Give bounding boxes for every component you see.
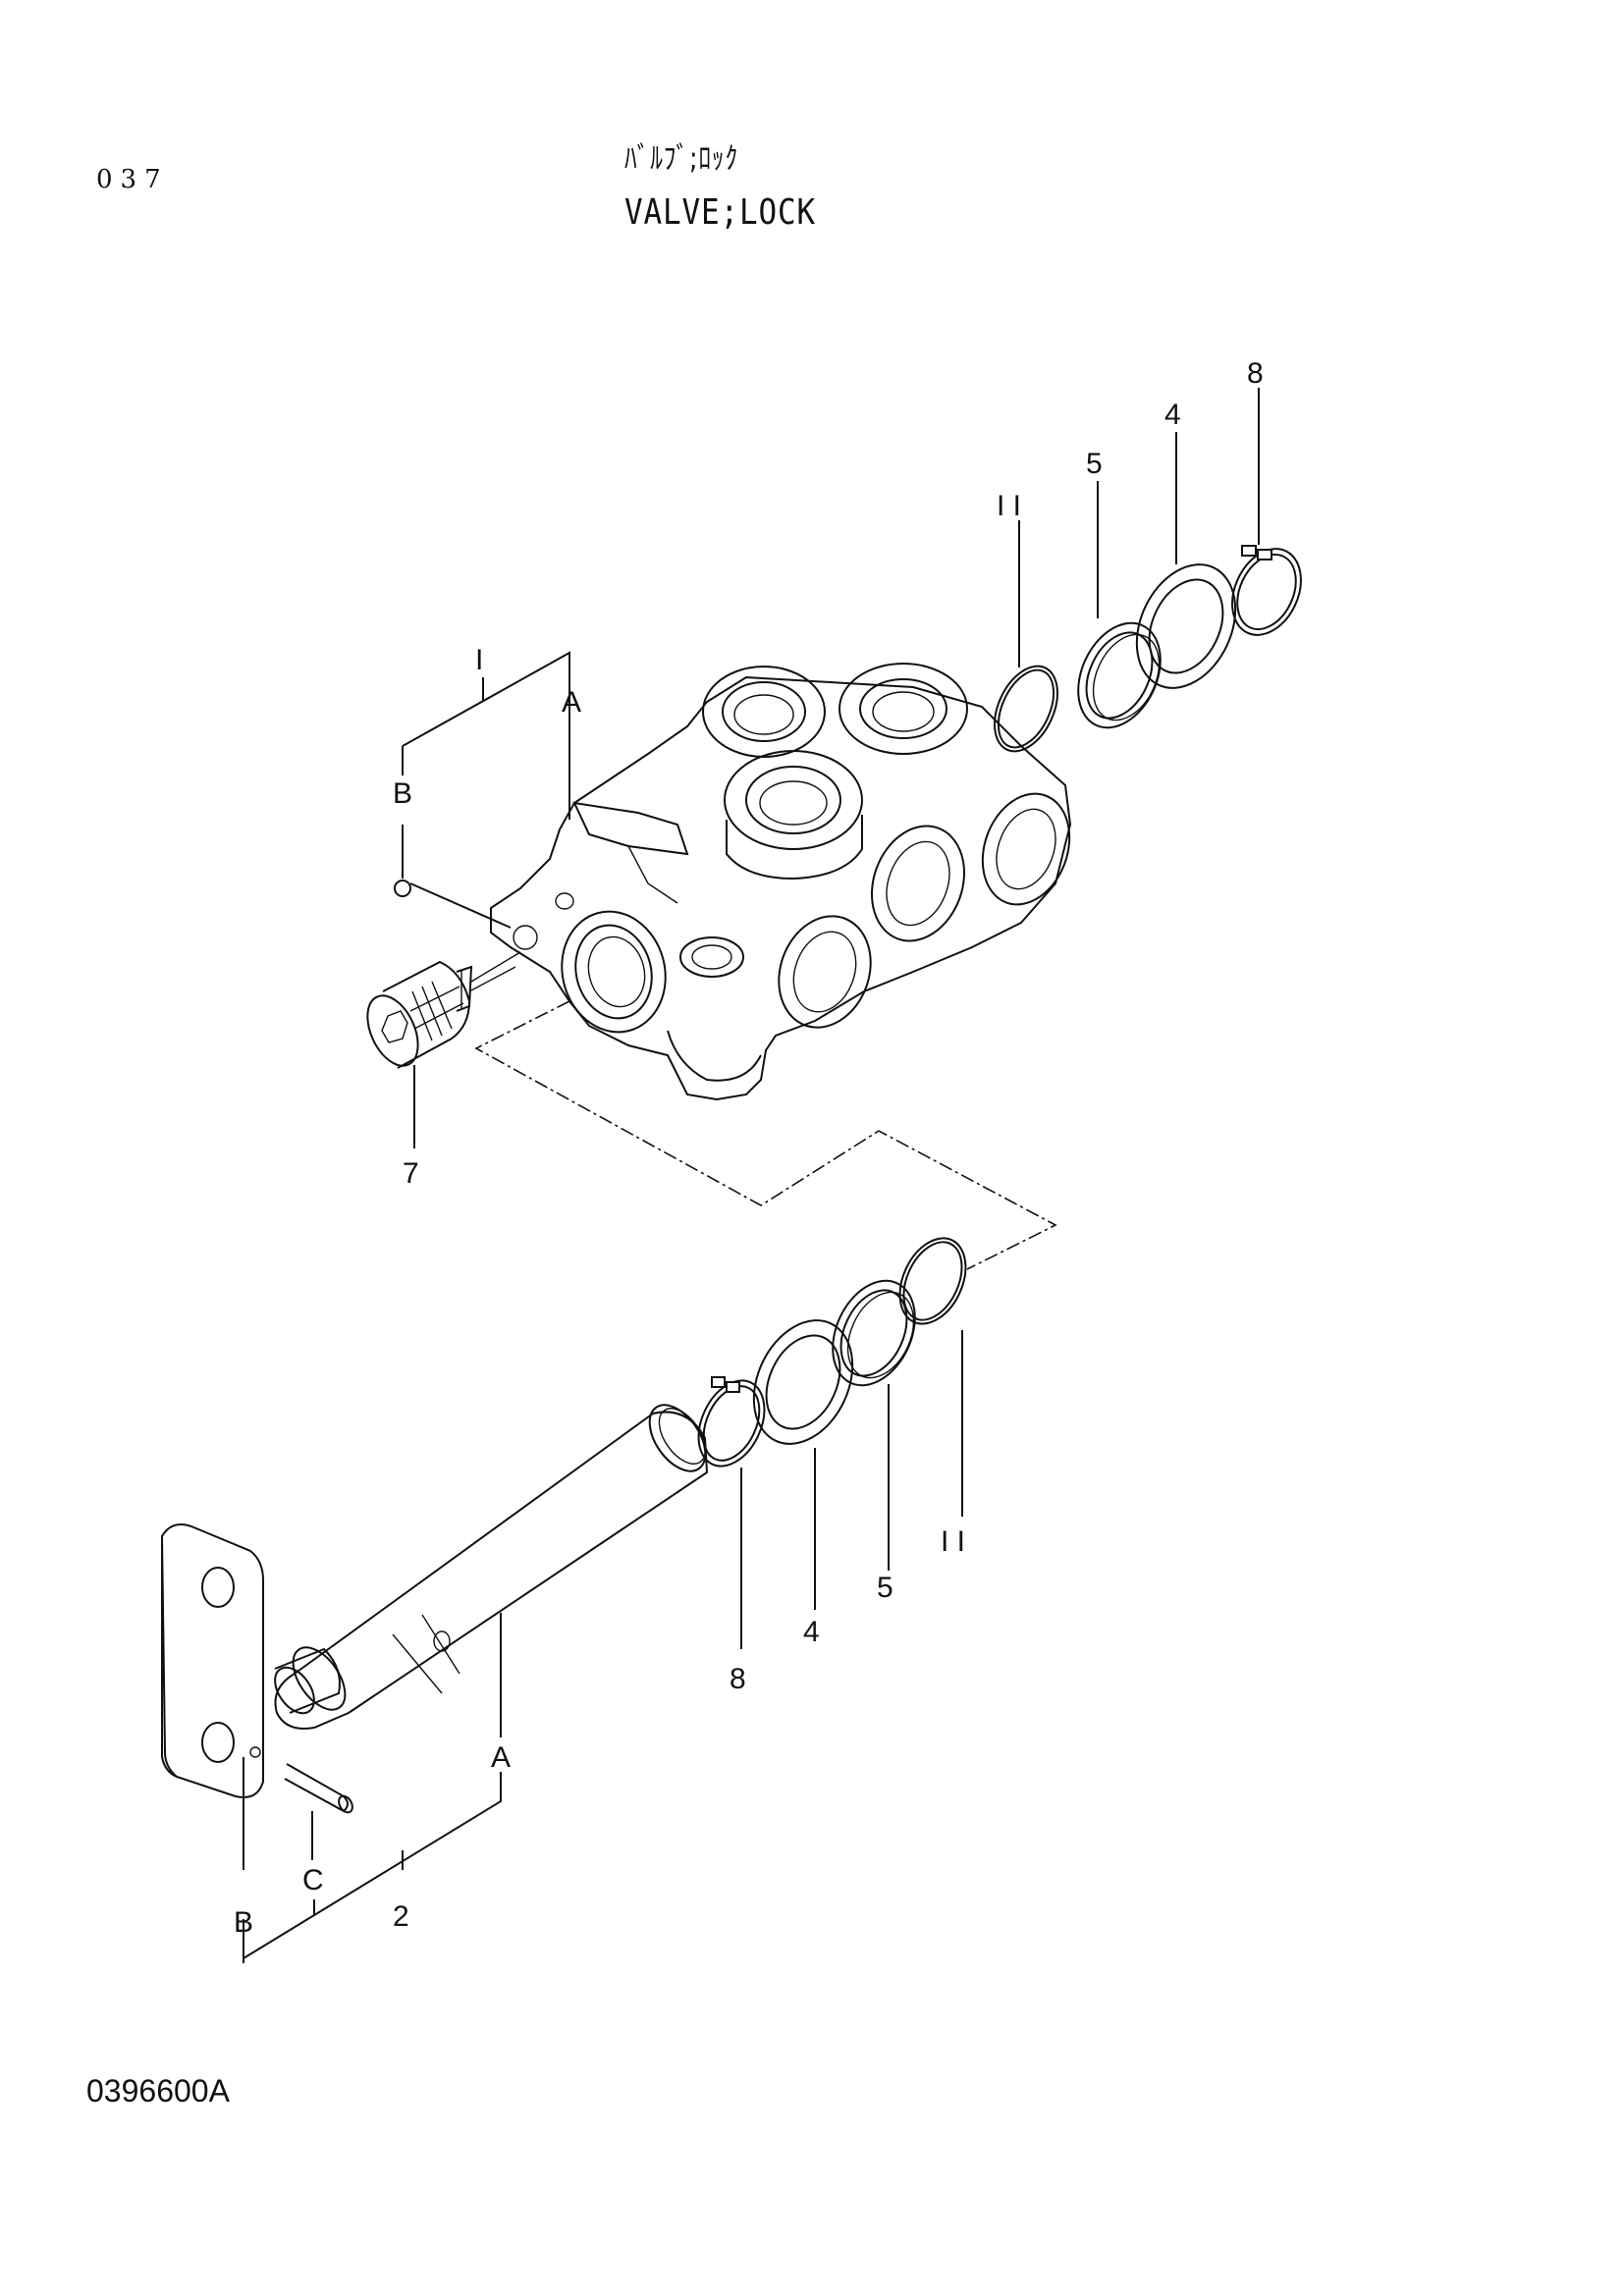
title-japanese: ﾊﾞﾙﾌﾞ;ﾛｯｸ	[624, 141, 738, 177]
callout-spool-a: A	[491, 1741, 511, 1774]
callout-bottom-snap-ring: 8	[730, 1663, 746, 1695]
callout-spool-assy: 2	[393, 1900, 409, 1933]
callout-top-backup-ring: 5	[1086, 448, 1103, 480]
pin	[249, 1746, 353, 1814]
callout-bottom-washer: 4	[803, 1616, 820, 1648]
callout-valve-body-a: A	[562, 686, 581, 719]
title-english: VALVE;LOCK	[624, 192, 817, 233]
callout-bottom-backup-ring: 5	[877, 1572, 893, 1604]
top-backup-ring	[1077, 621, 1162, 729]
top-washer	[1135, 563, 1237, 689]
bottom-washer	[752, 1319, 854, 1445]
callout-top-oring: I I	[997, 490, 1021, 522]
callout-top-snap-ring: 8	[1247, 357, 1264, 390]
top-snap-ring	[1231, 545, 1302, 636]
spool	[274, 1404, 709, 1730]
plug	[366, 960, 473, 1069]
callout-plug: 7	[403, 1157, 419, 1190]
valve-body	[490, 663, 1072, 1101]
bottom-snap-ring	[697, 1376, 766, 1468]
callout-labels: I A B I I 5 4 8 7 A C 2 B 8 4 5 I I	[234, 357, 1264, 1939]
top-oring	[994, 665, 1058, 753]
bottom-backup-ring	[832, 1279, 916, 1387]
callout-valve-body-b: B	[393, 777, 412, 810]
lever-plate	[160, 1523, 264, 1798]
page-number: 037	[96, 165, 169, 194]
callout-top-washer: 4	[1164, 399, 1181, 431]
callout-valve-body: I	[475, 644, 483, 676]
drawing-number: 0396600A	[86, 2073, 230, 2109]
bottom-oring	[898, 1237, 967, 1325]
callout-pin-c: C	[302, 1864, 324, 1896]
callout-bottom-oring: I I	[941, 1525, 965, 1558]
callout-lever-b: B	[234, 1906, 253, 1939]
leader-lines	[243, 388, 1260, 1963]
